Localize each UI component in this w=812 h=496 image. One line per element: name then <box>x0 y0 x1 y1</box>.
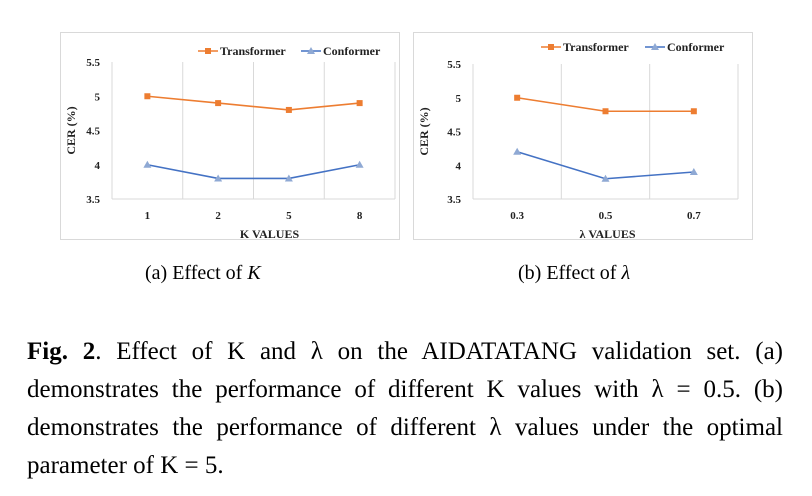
k-conformer-point <box>284 174 293 182</box>
k-transformer-line <box>147 95 360 111</box>
lambda-legend-transformer-label: Transformer <box>563 40 629 54</box>
lambda-transformer-point <box>602 108 609 115</box>
k-conformer-point <box>355 160 364 168</box>
k-legend-transformer-marker <box>205 48 211 54</box>
k-y-tick-label: 5.5 <box>86 57 100 69</box>
k-conformer-point <box>143 160 152 168</box>
k-x-tick-label: 2 <box>215 210 221 222</box>
subcaption-b-prefix: (b) Effect of <box>518 262 622 284</box>
lambda-conformer-point <box>601 174 610 182</box>
k-legend-transformer-label: Transformer <box>220 44 286 58</box>
k-y-tick-label: 3.5 <box>86 194 100 206</box>
k-effect-chart: 3.5 4 4.5 5 5.5 1 2 5 8 K VALUES CER (%) Transforme… <box>60 32 400 241</box>
figure-caption: Fig. 2. Effect of K and λ on the AIDATAT… <box>27 333 783 485</box>
lambda-x-tick-label: 0.7 <box>687 210 701 222</box>
lambda-y-tick-label: 5.5 <box>447 59 461 71</box>
lambda-legend-conformer-label: Conformer <box>667 40 725 54</box>
lambda-x-axis-title: λ VALUES <box>579 227 635 241</box>
lambda-y-tick-label: 3.5 <box>447 194 461 206</box>
lambda-conformer-point <box>689 168 698 175</box>
lambda-chart-frame <box>413 32 753 240</box>
k-y-tick-label: 4.5 <box>86 126 100 138</box>
lambda-y-tick-label: 5 <box>456 93 462 105</box>
lambda-y-tick-label: 4.5 <box>447 127 461 139</box>
subcaption-b-symbol: λ <box>621 262 631 284</box>
lambda-legend-conformer-marker <box>651 43 659 50</box>
subcaption-a: (a) Effect of K <box>145 262 261 285</box>
chart-panel-k: 3.5 4 4.5 5 5.5 1 2 5 8 K VALUES CER (%) Transforme… <box>60 32 400 242</box>
k-chart-frame <box>60 32 400 240</box>
subcaption-a-symbol: K <box>247 262 261 284</box>
k-transformer-point <box>215 100 222 107</box>
lambda-y-axis-title: CER (%) <box>417 107 431 155</box>
lambda-y-tick-label: 4 <box>456 160 462 172</box>
k-x-tick-label: 5 <box>286 210 292 222</box>
k-transformer-point <box>356 100 363 107</box>
subcaption-b: (b) Effect of λ <box>518 262 630 285</box>
k-conformer-point <box>214 174 223 182</box>
figure-caption-label: Fig. 2 <box>27 338 96 365</box>
k-transformer-point <box>285 106 292 113</box>
lambda-conformer-line <box>516 150 694 180</box>
lambda-legend-transformer-marker <box>548 44 554 50</box>
lambda-transformer-point <box>514 94 521 101</box>
lambda-transformer-point <box>690 108 697 115</box>
k-transformer-point <box>144 93 151 100</box>
figure-caption-text: . Effect of K and λ on the AIDATATANG va… <box>27 338 784 479</box>
chart-panel-lambda: 3.5 4 4.5 5 5.5 0.3 0.5 0.7 λ VALUES CER (%) Trans… <box>413 32 753 242</box>
k-legend-conformer-marker <box>307 47 315 54</box>
k-legend-conformer-label: Conformer <box>323 44 381 58</box>
lambda-conformer-point <box>513 147 522 155</box>
lambda-effect-chart: 3.5 4 4.5 5 5.5 0.3 0.5 0.7 λ VALUES CER (%) Trans… <box>413 32 753 241</box>
k-y-tick-label: 5 <box>95 91 101 103</box>
k-x-axis-title: K VALUES <box>240 227 300 241</box>
k-x-tick-label: 1 <box>145 210 151 222</box>
k-y-tick-label: 4 <box>95 160 101 172</box>
k-y-axis-title: CER (%) <box>64 106 78 154</box>
k-conformer-line <box>147 163 360 180</box>
lambda-x-tick-label: 0.5 <box>599 210 613 222</box>
lambda-x-tick-label: 0.3 <box>510 210 524 222</box>
subcaption-a-prefix: (a) Effect of <box>145 262 248 284</box>
k-x-tick-label: 8 <box>357 210 363 222</box>
